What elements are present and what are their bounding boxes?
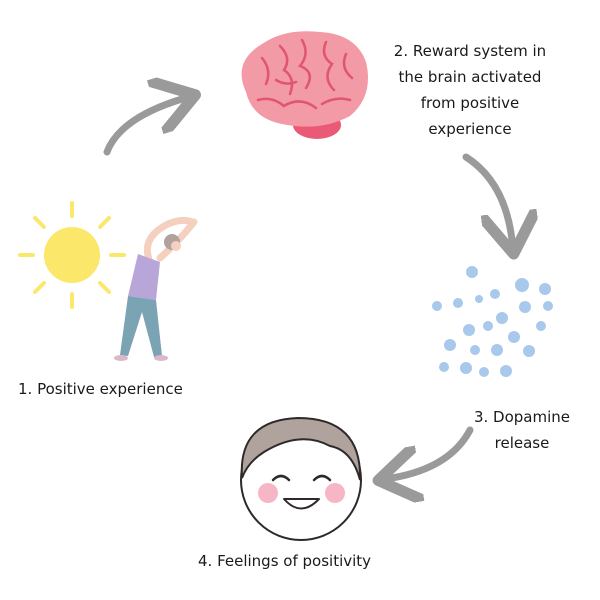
dopamine-dots-icon — [432, 266, 553, 377]
step-2-line-3: from positive — [420, 94, 520, 112]
arrow-icon — [103, 99, 512, 478]
step-3-line-1: 3. Dopamine — [473, 408, 571, 426]
step-4-label: 4. Feelings of positivity — [198, 552, 372, 570]
step-2-line-1: 2. Reward system in — [393, 42, 547, 60]
arrow-1-to-2 — [103, 99, 182, 156]
step-1-label: 1. Positive experience — [18, 380, 183, 398]
step-3-label: 3. Dopamine release — [462, 404, 582, 456]
step-2-line-4: experience — [428, 120, 512, 138]
stretching-woman-icon — [114, 216, 198, 361]
brain-icon — [241, 31, 368, 139]
step-2-line-2: the brain activated — [398, 68, 542, 86]
step-3-line-2: release — [494, 434, 550, 452]
sun-icon — [18, 201, 126, 309]
arrow-3-to-4 — [392, 426, 474, 478]
smiling-face-icon — [240, 416, 362, 541]
step-2-label: 2. Reward system in the brain activated … — [370, 38, 570, 142]
arrow-2-to-3 — [462, 153, 512, 240]
